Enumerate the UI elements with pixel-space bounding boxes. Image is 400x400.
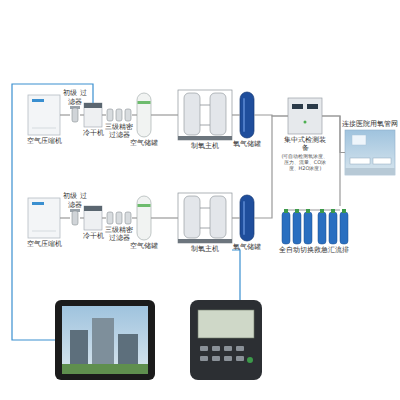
label-group: 氧气储罐 [231, 140, 263, 148]
dryer-node: 冷干机 [84, 103, 102, 127]
label-group: 制氧主机 [185, 245, 225, 253]
dryer-node: 冷干机 [84, 206, 102, 230]
equipment-label: 制氧主机 [185, 142, 225, 150]
equipment-label: 制氧主机 [185, 245, 225, 253]
oxygen-tank-node: 氧气储罐 [240, 92, 254, 138]
equipment-label: 三级精密 过滤器 [104, 226, 134, 243]
filter-node: 初级 过滤器 [70, 211, 80, 225]
pipe-connector [102, 217, 106, 218]
equipment-label: 空气储罐 [128, 242, 160, 250]
equipment-label: 氧气储罐 [231, 243, 263, 251]
label-group: 冷干机 [78, 232, 108, 240]
label-group: 三级精密 过滤器 [104, 123, 134, 140]
air-tank-node: 空气储罐 [137, 93, 151, 137]
label-group: 空气储罐 [128, 139, 160, 147]
note-text: (可自动检测氧浓度、压力、流量、CO浓度、H2O浓度) [281, 153, 329, 172]
label-group: 连接医院用氧管网 [339, 120, 400, 128]
precision-filter-node: 三级精密 过滤器 [106, 212, 132, 224]
compressor-node: 空气压缩机 [28, 95, 60, 135]
equipment-label: 冷干机 [78, 232, 108, 240]
oxygen-generator-node: 制氧主机 [178, 193, 232, 243]
pipe-connector [80, 217, 84, 218]
label-group: 全自动切换救急汇流排 [278, 246, 350, 254]
air-tank-node: 空气储罐 [137, 196, 151, 240]
pipe-connector [232, 114, 240, 115]
equipment-label: 全自动切换救急汇流排 [278, 246, 350, 254]
detection-cabinet-node: 集中式检测装备(可自动检测氧浓度、压力、流量、CO浓度、H2O浓度) [288, 98, 322, 134]
pipe-connector [254, 116, 288, 218]
pipe-connector [80, 114, 84, 115]
pipe-connector [322, 116, 345, 153]
equipment-label: 空气压缩机 [24, 240, 64, 248]
equipment-label: 氧气储罐 [231, 140, 263, 148]
pipe-connector [132, 217, 137, 218]
oxygen-generator-node: 制氧主机 [178, 90, 232, 140]
hospital-network-node: 连接医院用氧管网 [345, 130, 395, 175]
cylinder-manifold-node: 全自动切换救急汇流排 [280, 206, 348, 244]
label-group: 氧气储罐 [231, 243, 263, 251]
label-group: 三级精密 过滤器 [104, 226, 134, 243]
label-group: 初级 过滤器 [62, 89, 88, 106]
label-group: 冷干机 [78, 129, 108, 137]
pipe-connector [60, 114, 70, 115]
compressor-node: 空气压缩机 [28, 198, 60, 238]
pipe-connector [132, 114, 137, 115]
equipment-label: 冷干机 [78, 129, 108, 137]
equipment-label: 初级 过滤器 [62, 192, 88, 209]
pipe-connector [232, 217, 240, 218]
pipe-connector [151, 114, 178, 115]
equipment-label: 连接医院用氧管网 [339, 120, 400, 128]
pipe-connector [60, 217, 70, 218]
oxygen-tank-node: 氧气储罐 [240, 195, 254, 241]
equipment-label: 空气储罐 [128, 139, 160, 147]
equipment-label: 初级 过滤器 [62, 89, 88, 106]
label-group: 制氧主机 [185, 142, 225, 150]
label-group: 空气压缩机 [24, 240, 64, 248]
pipe-connector [151, 217, 178, 218]
label-group: 空气储罐 [128, 242, 160, 250]
equipment-label: 三级精密 过滤器 [104, 123, 134, 140]
filter-node: 初级 过滤器 [70, 108, 80, 122]
pipe-connector [254, 115, 288, 116]
equipment-label: 集中式检测装备 [281, 136, 329, 153]
equipment-label: 空气压缩机 [24, 137, 64, 145]
pipe-connector [102, 114, 106, 115]
label-group: 集中式检测装备(可自动检测氧浓度、压力、流量、CO浓度、H2O浓度) [281, 136, 329, 172]
label-group: 空气压缩机 [24, 137, 64, 145]
precision-filter-node: 三级精密 过滤器 [106, 109, 132, 121]
label-group: 初级 过滤器 [62, 192, 88, 209]
